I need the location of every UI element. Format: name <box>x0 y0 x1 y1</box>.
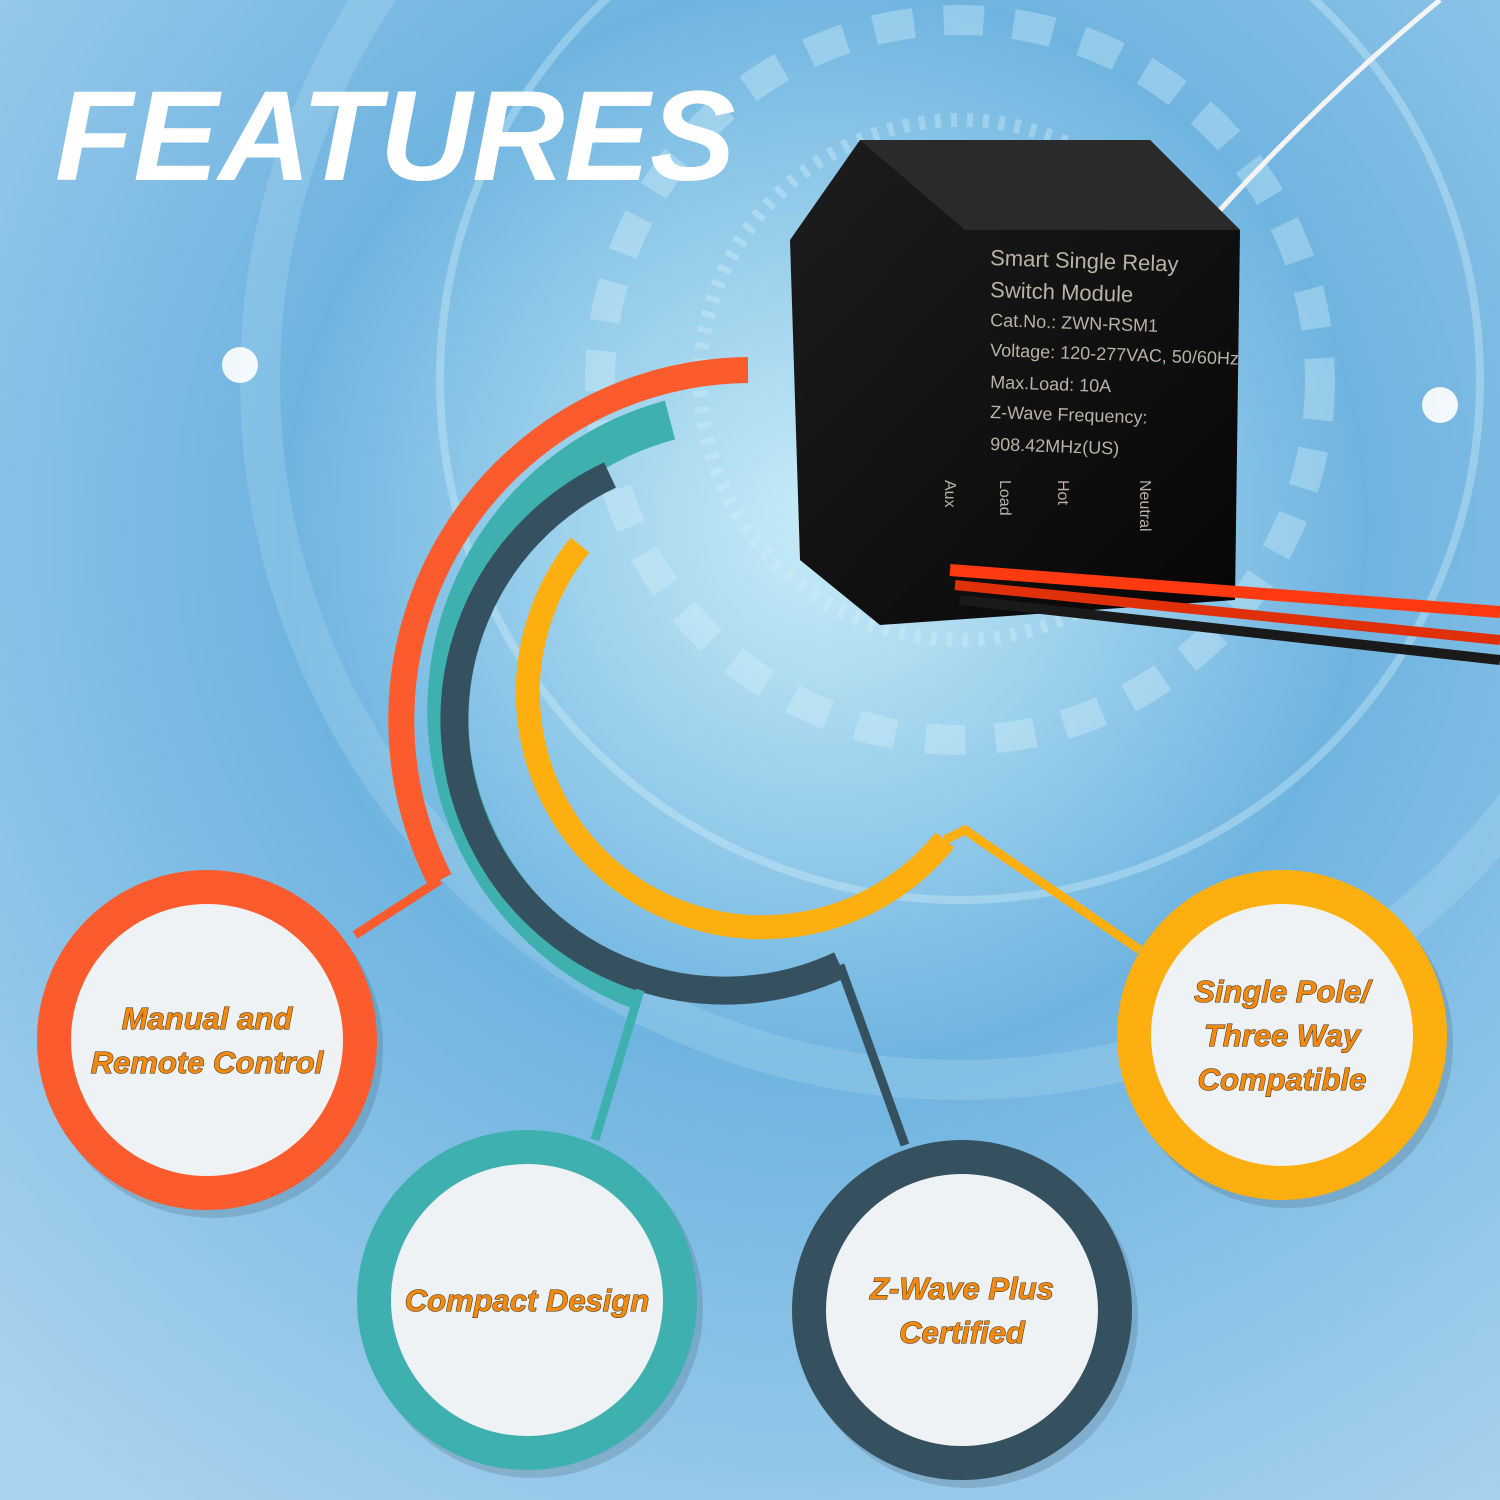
feature-label: Compatible <box>1198 1062 1367 1097</box>
feature-label: Manual and <box>122 1001 294 1036</box>
terminal-label: Load <box>996 480 1013 516</box>
light-flare <box>222 347 258 383</box>
product-label-line: 908.42MHz(US) <box>990 434 1120 458</box>
connectors <box>352 824 1143 1147</box>
slate-arc <box>440 462 846 1005</box>
feature-label: Remote Control <box>91 1045 325 1080</box>
feature-label: Certified <box>899 1315 1026 1350</box>
product-label-line: Max.Load: 10A <box>990 372 1112 396</box>
feature-label: Compact Design <box>405 1283 650 1318</box>
product-label-line: Switch Module <box>990 277 1134 307</box>
orange-arc <box>388 357 749 886</box>
feature-label: Z-Wave Plus <box>869 1271 1054 1306</box>
arcs <box>388 357 955 1009</box>
feature-label: Three Way <box>1204 1018 1362 1053</box>
page-title: FEATURES <box>55 65 735 208</box>
wires <box>949 564 1500 665</box>
terminal-label: Aux <box>941 480 958 508</box>
antenna-wire <box>1218 0 1442 212</box>
yellow-arc <box>515 537 955 940</box>
terminal-label: Neutral <box>1136 480 1153 532</box>
terminal-label: Hot <box>1054 480 1071 505</box>
feature-circle: Compact Design <box>357 1130 703 1478</box>
feature-label: Single Pole/ <box>1194 974 1373 1009</box>
light-flare <box>1422 387 1458 423</box>
